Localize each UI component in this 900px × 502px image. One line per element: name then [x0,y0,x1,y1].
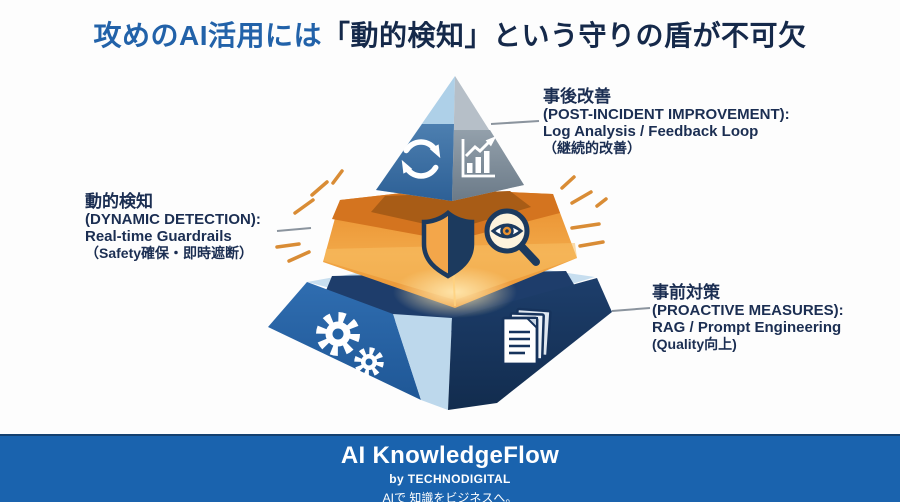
title-lead-text: 攻めのAI活用には [93,20,322,51]
dynamic-jp: 動的検知 [85,192,153,211]
label-post-incident: 事後改善 (POST-INCIDENT IMPROVEMENT): Log An… [543,87,790,157]
refresh-cycle-icon [401,139,441,179]
connector-dynamic [276,227,312,232]
callout-connectors [276,120,651,312]
footer-banner: AI KnowledgeFlow by TECHNODIGITAL AIで 知識… [0,434,900,502]
gears-icon [316,312,384,377]
proactive-note: (Quality向上) [652,335,737,352]
proactive-detail: RAG / Prompt Engineering [652,319,842,337]
dynamic-detail: Real-time Guardrails [85,228,232,246]
burst-lines-left [275,169,344,263]
bar-chart-icon [461,135,497,178]
base-front-edge [393,314,452,410]
connector-post-incident [490,120,540,125]
orange-inset [371,191,531,230]
tier-top-post-incident [376,76,524,201]
dynamic-note: （Safety確保・即時遮断） [85,244,254,261]
documents-icon [501,307,552,366]
title-emphasis-text: 「動的検知」という守りの盾が不可欠 [322,20,807,51]
magnifier-eye-icon [484,208,540,266]
proactive-jp: 事前対策 [652,283,720,302]
brand-name: AI KnowledgeFlow [340,442,560,469]
connector-proactive [611,307,651,312]
page-title: 攻めのAI活用には「動的検知」という守りの盾が不可欠 [0,14,900,54]
brand-byline: by TECHNODIGITAL [389,472,511,486]
post-incident-jp: 事後改善 [543,87,611,106]
label-proactive: 事前対策 (PROACTIVE MEASURES): RAG / Prompt … [652,283,844,353]
dynamic-en: (DYNAMIC DETECTION): [85,211,261,229]
post-incident-note: （継続的改善） [543,139,641,156]
brand-tagline: AIで 知識をビジネスへ。 [382,491,518,502]
label-dynamic-detection: 動的検知 (DYNAMIC DETECTION): Real-time Guar… [85,192,261,262]
proactive-en: (PROACTIVE MEASURES): [652,302,844,320]
burst-lines-right [560,175,608,248]
top-left-face [376,124,454,201]
shield-icon [421,210,475,279]
post-incident-en: (POST-INCIDENT IMPROVEMENT): [543,106,790,124]
post-incident-detail: Log Analysis / Feedback Loop [543,123,759,141]
